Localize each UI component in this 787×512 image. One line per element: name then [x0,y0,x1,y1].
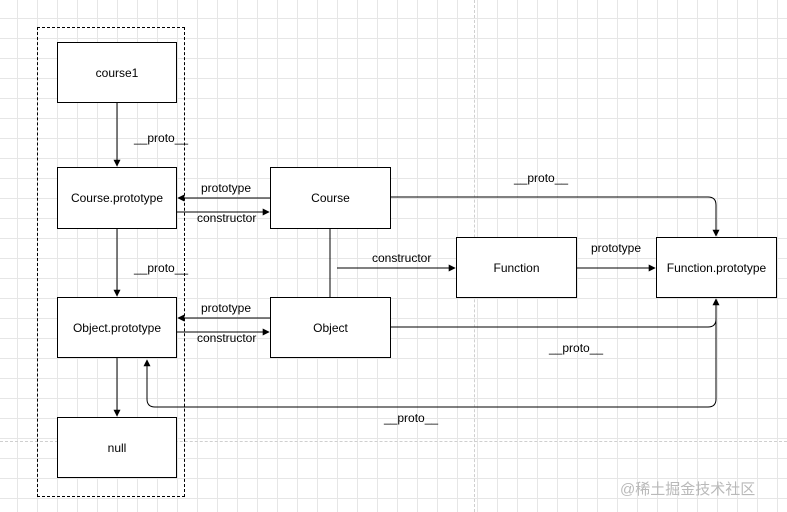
guide-line-horizontal [0,441,787,442]
node-course[interactable]: Course [270,167,391,229]
label-course-constructor: constructor [197,211,257,225]
node-function-prototype[interactable]: Function.prototype [656,237,777,298]
node-null[interactable]: null [57,417,177,478]
edge-functionproto-proto-objectproto [143,299,717,408]
label-course-proto-function: __proto__ [514,171,569,185]
label-functionproto-proto: __proto__ [384,411,439,425]
edge-object-proto-function [390,298,720,328]
node-course1[interactable]: course1 [57,42,177,103]
label-course1-proto: __proto__ [134,131,189,145]
node-function[interactable]: Function [456,237,577,298]
label-object-prototype: prototype [201,301,252,315]
node-object-prototype[interactable]: Object.prototype [57,297,177,358]
edge-course-proto-function [390,196,720,237]
node-course-prototype[interactable]: Course.prototype [57,167,177,229]
prototype-chain-group [37,27,185,497]
label-course-to-function-constructor: constructor [372,251,432,265]
node-object[interactable]: Object [270,297,391,358]
label-courseproto-proto: __proto__ [134,261,189,275]
label-object-constructor: constructor [197,331,257,345]
watermark: @稀土掘金技术社区 [620,481,756,498]
label-object-proto-function: __proto__ [549,341,604,355]
label-function-prototype: prototype [591,241,642,255]
label-course-prototype: prototype [201,181,252,195]
